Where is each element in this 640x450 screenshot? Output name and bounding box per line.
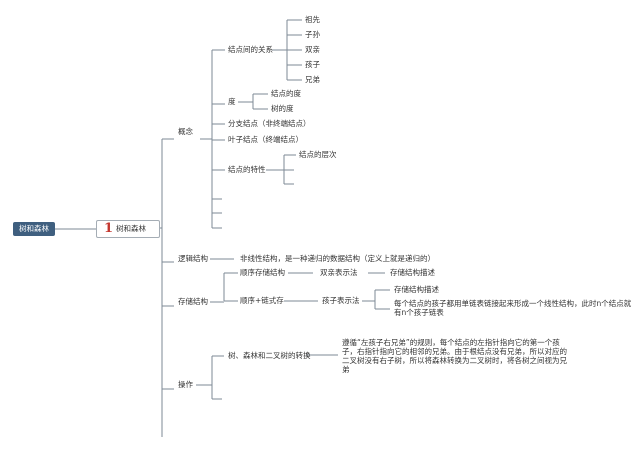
chapter-node[interactable]: 1 树和森林: [96, 220, 160, 238]
node-node-level[interactable]: 结点的层次: [299, 150, 337, 159]
node-sequential-desc[interactable]: 存储结构描述: [390, 268, 435, 277]
node-convert-desc[interactable]: 遵循“左孩子右兄弟”的规则，每个结点的左指针指向它的第一个孩子，右指针指向它的相…: [342, 338, 567, 374]
node-branch-node[interactable]: 分支结点（非终端结点）: [228, 119, 311, 128]
node-relation-ancestor[interactable]: 祖先: [305, 15, 320, 24]
node-mixed-desc[interactable]: 存储结构描述: [394, 285, 439, 294]
node-child-representation[interactable]: 孩子表示法: [322, 296, 360, 305]
node-relation-descendant[interactable]: 子孙: [305, 30, 320, 39]
node-degree[interactable]: 度: [228, 97, 236, 106]
node-relation-parents[interactable]: 双亲: [305, 45, 320, 54]
node-operation[interactable]: 操作: [178, 380, 193, 389]
node-storage[interactable]: 存储结构: [178, 297, 208, 306]
node-node-degree[interactable]: 结点的度: [271, 89, 301, 98]
node-tree-degree[interactable]: 树的度: [271, 104, 294, 113]
node-relation-child[interactable]: 孩子: [305, 60, 320, 69]
node-sequential[interactable]: 顺序存储结构: [240, 268, 285, 277]
node-mixed[interactable]: 顺序+链式存: [240, 296, 284, 305]
node-parent-representation[interactable]: 双亲表示法: [320, 268, 358, 277]
node-child-list-desc[interactable]: 每个结点的孩子都用单链表链接起来形成一个线性结构，此时n个结点就有n个孩子链表: [394, 299, 632, 317]
root-node[interactable]: 树和森林: [13, 222, 55, 236]
node-traits[interactable]: 结点的特性: [228, 165, 266, 174]
chapter-number: 1: [104, 221, 114, 236]
chapter-label: 树和森林: [116, 224, 146, 233]
node-convert[interactable]: 树、森林和二叉树的转换: [228, 351, 311, 360]
node-leaf-node[interactable]: 叶子结点（终端结点）: [228, 135, 303, 144]
node-logic[interactable]: 逻辑结构: [178, 254, 208, 263]
node-concept[interactable]: 概念: [178, 127, 193, 136]
node-relations[interactable]: 结点间的关系: [228, 45, 273, 54]
node-logic-desc[interactable]: 非线性结构，是一种递归的数据结构（定义上就是递归的）: [240, 254, 435, 263]
node-relation-sibling[interactable]: 兄弟: [305, 75, 320, 84]
